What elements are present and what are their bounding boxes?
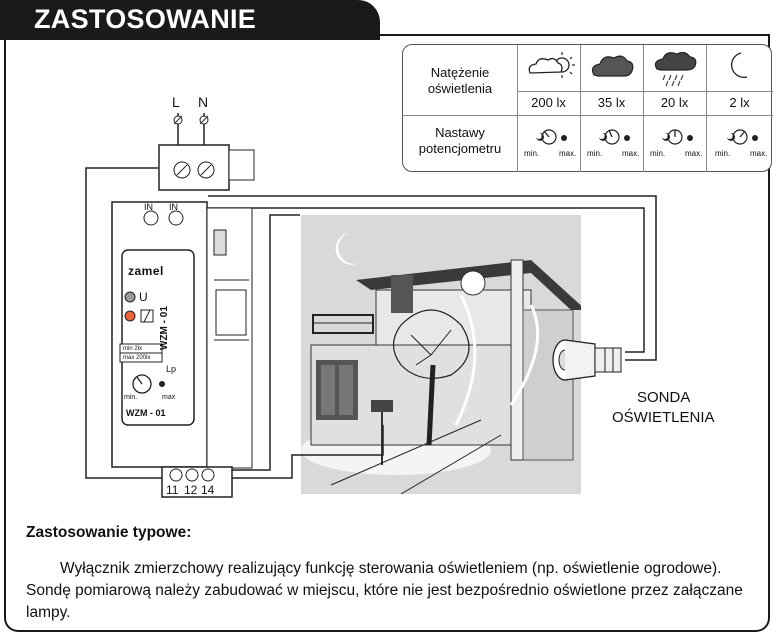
section-header-tab xyxy=(0,0,380,40)
paragraph-text: Wyłącznik zmierzchowy realizujący funkcj… xyxy=(26,560,743,621)
light-sensor-probe xyxy=(552,339,622,381)
typical-application-heading: Zastosowanie typowe: xyxy=(26,524,192,541)
knob-setting-icon xyxy=(727,129,758,145)
wire-left-loop xyxy=(85,167,162,479)
lp-label: Lp xyxy=(166,364,177,374)
section-header-title: ZASTOSOWANIE xyxy=(34,4,257,34)
terminal-label-11: 11 xyxy=(166,483,179,497)
table-divider xyxy=(517,45,518,172)
in-terminal-label: IN xyxy=(144,202,153,212)
range-min: min 2lx xyxy=(123,346,143,352)
knob-setting-icon xyxy=(599,129,630,145)
crescent-moon-icon xyxy=(730,52,748,79)
range-label: min 2lx max 200lx xyxy=(123,345,150,363)
lux-value: 35 lx xyxy=(597,95,626,110)
wire-sensor-2 xyxy=(182,207,645,353)
lux-table: Natężenie oświetlenia Nastawy potencjome… xyxy=(402,44,773,172)
table-divider xyxy=(517,91,773,92)
in-terminal-label: IN xyxy=(169,202,178,212)
terminal-label-l: L xyxy=(172,94,180,110)
knob-min-label: min. xyxy=(524,149,540,158)
knob-setting-icon xyxy=(536,129,567,145)
sensor-label-line2: OŚWIETLENIA xyxy=(612,409,715,426)
device-body-drawing xyxy=(111,144,255,498)
brand-logo: zamel xyxy=(128,264,164,278)
table-divider xyxy=(403,115,773,116)
sensor-label-line1: SONDA xyxy=(637,389,691,406)
wire-lamp xyxy=(208,425,384,479)
row-label-potentiometer: Nastawy potencjometru xyxy=(418,125,502,156)
knob-min-label: min. xyxy=(650,149,666,158)
knob-setting-icon xyxy=(662,129,693,145)
terminal-label-12: 12 xyxy=(184,483,198,497)
partly-cloudy-sun-icon xyxy=(528,52,575,78)
rain-cloud-icon xyxy=(654,51,697,87)
table-divider xyxy=(706,45,707,172)
knob-max-label: max. xyxy=(559,149,577,158)
side-model-label: WZM - 01 xyxy=(159,306,170,350)
knob-max-label: max xyxy=(162,394,176,401)
terminal-label-14: 14 xyxy=(201,483,215,497)
house-illustration xyxy=(301,233,586,495)
frame-top-line xyxy=(378,34,770,36)
model-label: WZM - 01 xyxy=(126,408,166,418)
knob-min-label: min. xyxy=(587,149,603,158)
lux-value: 200 lx xyxy=(531,95,566,110)
lux-value: 2 lx xyxy=(729,95,750,110)
table-divider xyxy=(580,45,581,172)
din-rail-device: IN IN zamel U min 2lx max 200lx Lp min. … xyxy=(104,140,264,500)
range-max: max 200lx xyxy=(123,355,151,361)
table-divider xyxy=(643,45,644,172)
knob-max-label: max. xyxy=(622,149,640,158)
typical-application-paragraph: Wyłącznik zmierzchowy realizujący funkcj… xyxy=(26,558,766,624)
lux-value: 20 lx xyxy=(660,95,689,110)
knob-max-label: max. xyxy=(750,149,768,158)
wire-sensor-1 xyxy=(208,195,657,361)
knob-min-label: min. xyxy=(124,394,138,401)
knob-max-label: max. xyxy=(685,149,703,158)
terminal-label-n: N xyxy=(198,94,209,110)
section-frame xyxy=(4,34,770,632)
house-photo xyxy=(301,215,586,495)
knob-min-label: min. xyxy=(715,149,731,158)
dark-cloud-icon xyxy=(591,55,634,77)
led-u-label: U xyxy=(139,290,148,304)
row-label-illuminance: Natężenie oświetlenia xyxy=(427,65,493,96)
